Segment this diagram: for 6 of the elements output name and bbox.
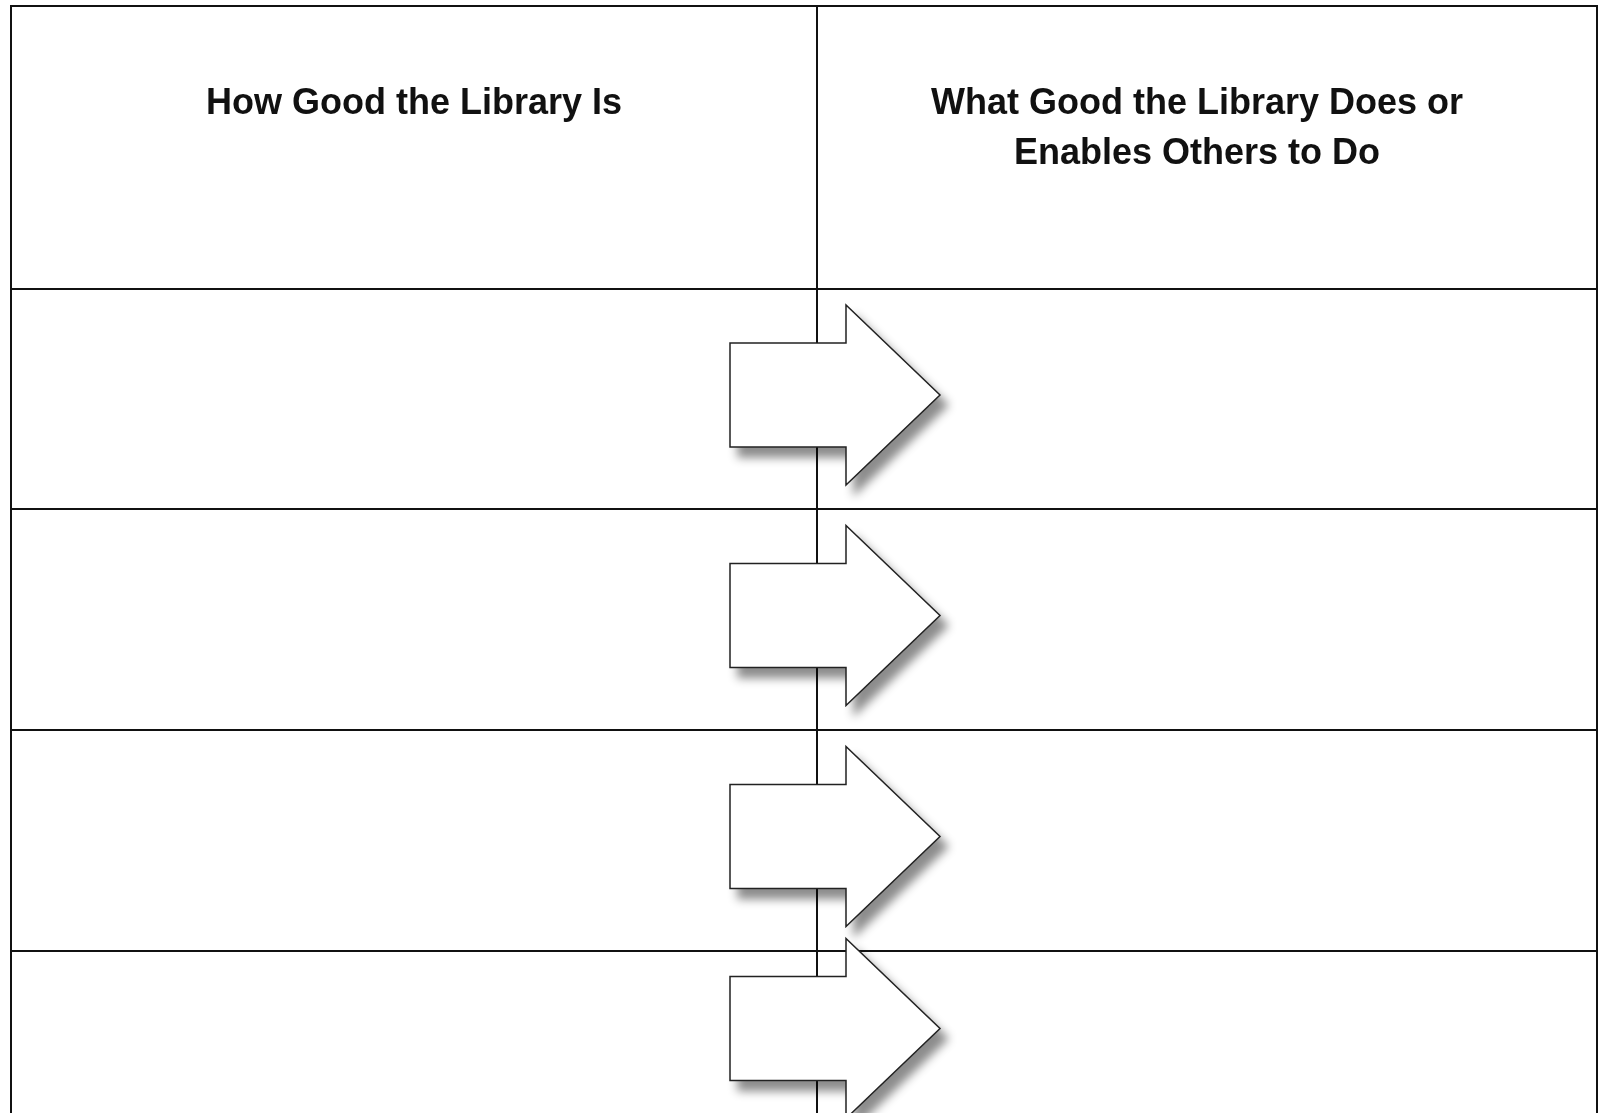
block-arrow — [729, 303, 942, 487]
header-cell: How Good the Library Is — [10, 5, 818, 290]
block-arrow — [729, 523, 942, 708]
block-arrow — [729, 744, 942, 929]
header-cell: What Good the Library Does or Enables Others to Do — [816, 5, 1598, 290]
block-arrow — [729, 936, 942, 1113]
